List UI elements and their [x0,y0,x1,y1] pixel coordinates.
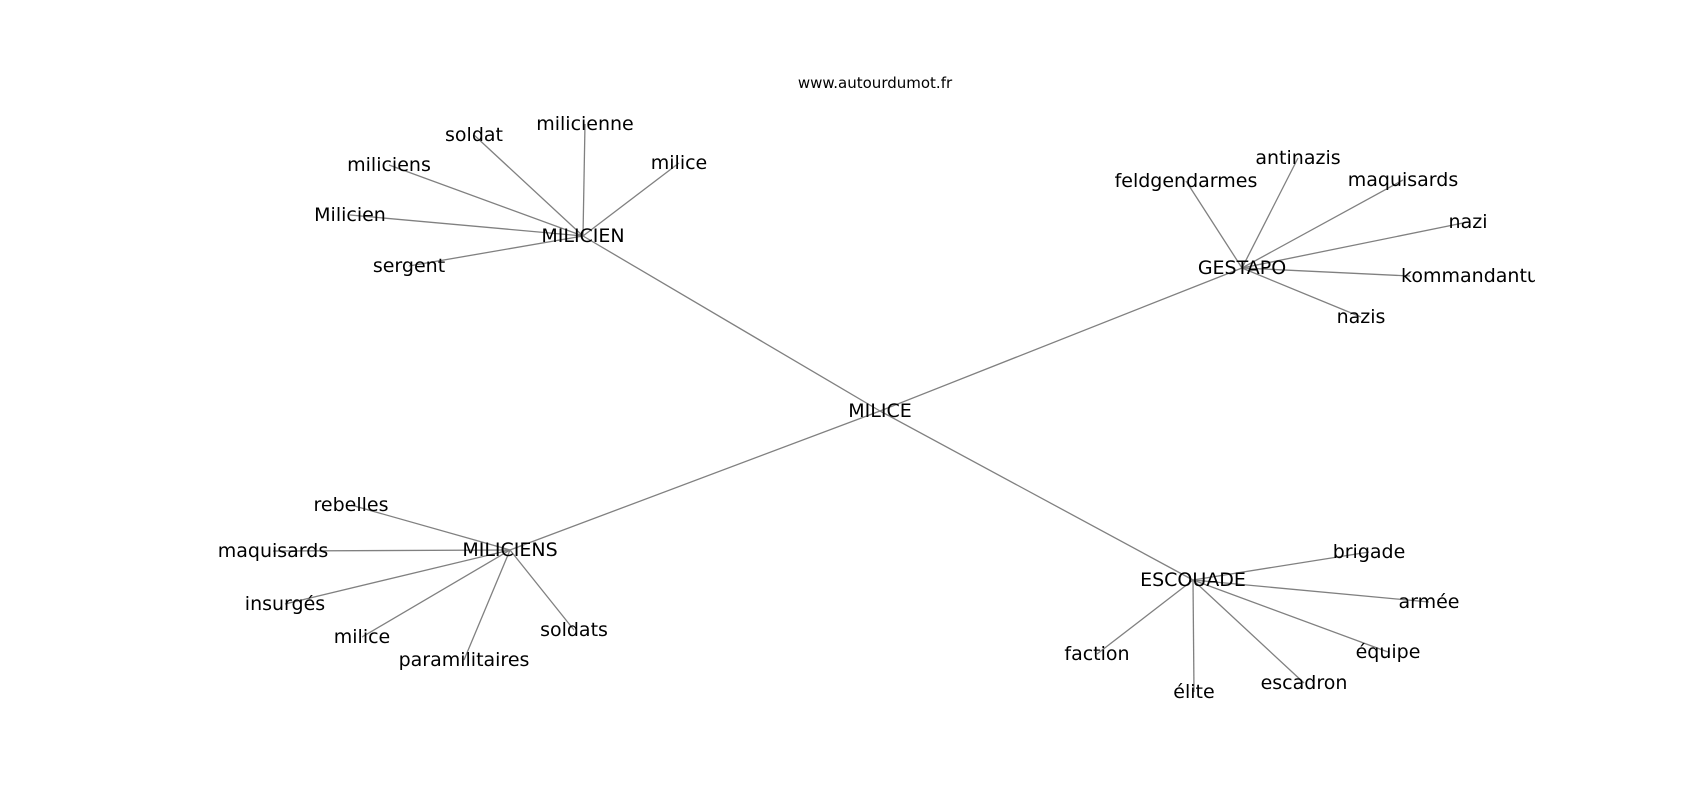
edge-miliciens-leaf-5 [509,549,575,631]
edge-milicien-leaf-0 [473,134,584,237]
hub-node-miliciens[interactable]: MILICIENS [462,539,557,561]
edge-milicien-leaf-5 [408,235,584,267]
hub-node-escouade[interactable]: ESCOUADE [1140,569,1246,591]
edge-miliciens-leaf-2 [284,549,511,605]
edge-gestapo-leaf-5 [1241,267,1362,318]
edge-milicien-leaf-1 [582,123,586,237]
edge-center-miliciens [509,410,881,551]
labels-layer: MILICE MILICIEN soldat milicienne milice mili… [218,113,1539,703]
leaf-node-escouade-2[interactable]: équipe [1356,641,1421,663]
hub-node-gestapo[interactable]: GESTAPO [1198,257,1286,279]
leaf-node-miliciens-1[interactable]: maquisards [218,540,329,562]
leaf-node-milicien-5[interactable]: sergent [373,255,445,277]
edge-milicien-leaf-4 [349,214,584,237]
edge-gestapo-leaf-4 [1241,267,1411,277]
edge-miliciens-leaf-0 [350,504,511,551]
leaf-node-milicien-0[interactable]: soldat [445,124,503,146]
edge-milicien-leaf-3 [388,164,584,237]
edge-center-escouade [879,410,1194,581]
leaf-node-miliciens-5[interactable]: soldats [540,619,608,641]
leaf-node-escouade-3[interactable]: escadron [1261,672,1348,694]
leaf-node-miliciens-4[interactable]: paramilitaires [399,649,530,671]
leaf-node-escouade-1[interactable]: armée [1398,591,1459,613]
edge-miliciens-leaf-3 [361,549,511,638]
leaf-node-milicien-2[interactable]: milice [651,152,707,174]
edge-gestapo-leaf-2 [1241,179,1404,269]
edge-miliciens-leaf-1 [272,549,511,552]
edge-gestapo-leaf-1 [1185,180,1243,269]
hub-node-milicien[interactable]: MILICIEN [541,225,624,247]
edge-gestapo-leaf-0 [1241,157,1299,269]
leaf-node-miliciens-3[interactable]: milice [334,626,390,648]
leaf-node-milicien-1[interactable]: milicienne [536,113,634,135]
edge-center-gestapo [879,267,1243,412]
edge-gestapo-leaf-3 [1241,221,1469,269]
leaf-node-miliciens-2[interactable]: insurgés [245,593,325,615]
leaf-node-gestapo-5[interactable]: nazis [1337,306,1386,328]
edge-escouade-leaf-2 [1192,579,1389,653]
leaf-node-milicien-4[interactable]: Milicien [314,204,386,226]
leaf-node-gestapo-1[interactable]: feldgendarmes [1115,170,1258,192]
leaf-node-gestapo-0[interactable]: antinazis [1255,147,1340,169]
edge-escouade-leaf-1 [1192,579,1430,603]
edge-milicien-leaf-2 [582,162,680,237]
leaf-node-milicien-3[interactable]: miliciens [347,154,431,176]
leaf-node-gestapo-2[interactable]: maquisards [1348,169,1459,191]
center-word-node[interactable]: MILICE [848,400,911,422]
edge-escouade-leaf-3 [1192,579,1305,684]
edge-escouade-leaf-0 [1192,551,1370,581]
leaf-node-escouade-0[interactable]: brigade [1333,541,1406,563]
source-url[interactable]: www.autourdumot.fr [798,74,953,92]
leaf-node-gestapo-3[interactable]: nazi [1449,211,1488,233]
edge-center-milicien [582,235,881,412]
leaf-node-gestapo-4[interactable]: kommandantu [1401,265,1539,287]
edges-layer [272,123,1469,693]
edge-escouade-leaf-4 [1192,579,1195,693]
leaf-node-escouade-5[interactable]: faction [1064,643,1129,665]
leaf-node-escouade-4[interactable]: élite [1173,681,1214,703]
leaf-node-miliciens-0[interactable]: rebelles [314,494,389,516]
edge-miliciens-leaf-4 [463,549,511,661]
edge-escouade-leaf-5 [1096,579,1194,655]
